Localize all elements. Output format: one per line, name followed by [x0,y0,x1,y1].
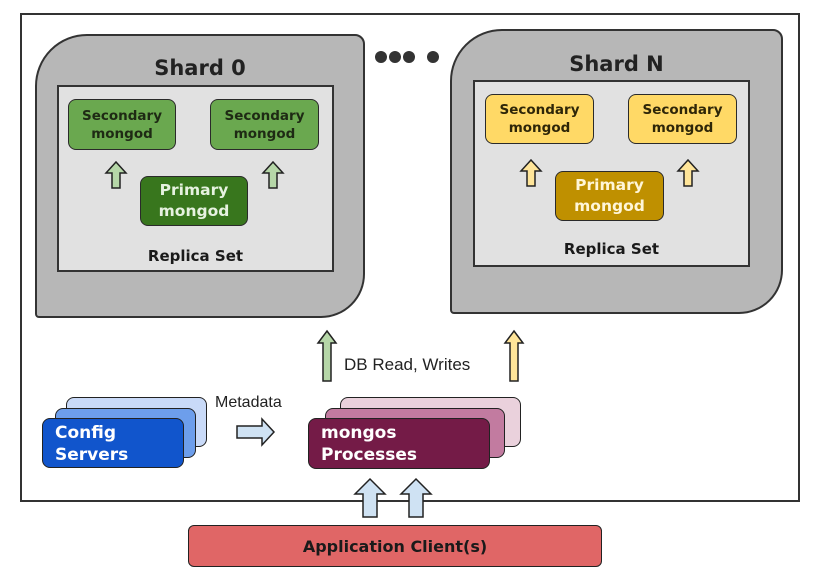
replication-arrow-icon [676,158,700,187]
application-client-label: Application Client(s) [302,536,488,556]
node-line: Secondary [499,102,580,118]
replication-arrow-icon [261,160,285,189]
replica-set-label: Replica Set [563,240,660,258]
node-line: Secondary [224,107,305,124]
node-line: mongod [158,202,230,220]
node-line: mongod [651,120,714,136]
config-servers: Config Servers [42,418,184,468]
metadata-label: Metadata [215,394,282,411]
node-line: mongod [508,120,571,136]
client-request-arrow-icon [399,477,433,518]
mongos-line: mongos [321,423,397,443]
secondary-mongod-node: Secondary mongod [628,94,737,144]
shard-title: Shard N [569,52,664,76]
db-read-write-arrow-icon [316,329,338,382]
node-line: mongod [91,125,153,142]
config-servers-line: Servers [55,445,129,465]
db-read-write-arrow-icon [503,329,525,382]
config-servers-line: Config [55,423,117,443]
metadata-arrow-icon [236,417,276,447]
node-line: Secondary [82,107,162,124]
primary-mongod-node: Primary mongod [140,176,248,226]
shard-title: Shard 0 [154,56,246,80]
node-line: mongod [574,197,645,215]
primary-mongod-node: Primary mongod [555,171,664,221]
replica-set-label: Replica Set [147,247,244,265]
node-line: mongod [233,125,296,142]
secondary-mongod-node: Secondary mongod [485,94,594,144]
mongos-line: Processes [321,445,418,465]
replication-arrow-icon [104,160,128,189]
more-dots-icon [375,51,440,65]
node-line: Primary [159,181,229,199]
node-line: Primary [575,176,644,194]
node-line: Secondary [642,102,723,118]
replication-arrow-icon [519,158,543,187]
secondary-mongod-node: Secondary mongod [210,99,319,150]
application-client: Application Client(s) [188,525,602,567]
client-request-arrow-icon [353,477,387,518]
secondary-mongod-node: Secondary mongod [68,99,176,150]
db-read-writes-label: DB Read, Writes [344,355,471,374]
mongos-processes: mongos Processes [308,418,490,469]
